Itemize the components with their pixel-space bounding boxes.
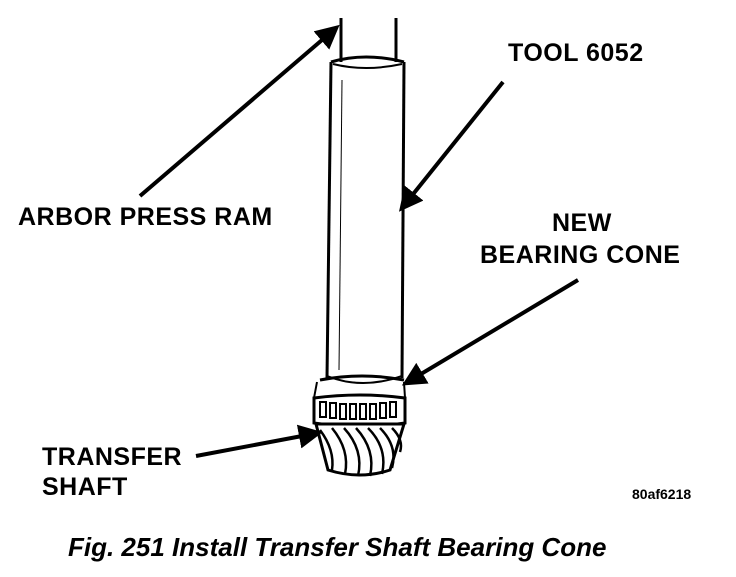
transfer-shaft-gear [314, 422, 407, 477]
figure-id: 80af6218 [632, 486, 692, 502]
bearing-cone [312, 374, 407, 428]
figure-caption: Fig. 251 Install Transfer Shaft Bearing … [68, 532, 607, 562]
label-tool-6052: TOOL 6052 [508, 39, 644, 67]
arrow-transfer-shaft [195, 424, 323, 458]
arrow-tool-6052 [398, 80, 505, 212]
arrow-arbor-press-ram [138, 24, 340, 198]
label-new-bearing-cone-line2: BEARING CONE [480, 241, 681, 269]
leader-arrows [138, 24, 580, 458]
label-arbor-press-ram: ARBOR PRESS RAM [18, 203, 273, 231]
arbor-press-ram [339, 18, 398, 62]
label-transfer-shaft-line1: TRANSFER [42, 443, 183, 471]
label-transfer-shaft-line2: SHAFT [42, 473, 128, 501]
tool-6052 [325, 55, 406, 379]
label-new-bearing-cone-line1: NEW [552, 209, 612, 237]
arrow-new-bearing-cone [401, 278, 580, 386]
